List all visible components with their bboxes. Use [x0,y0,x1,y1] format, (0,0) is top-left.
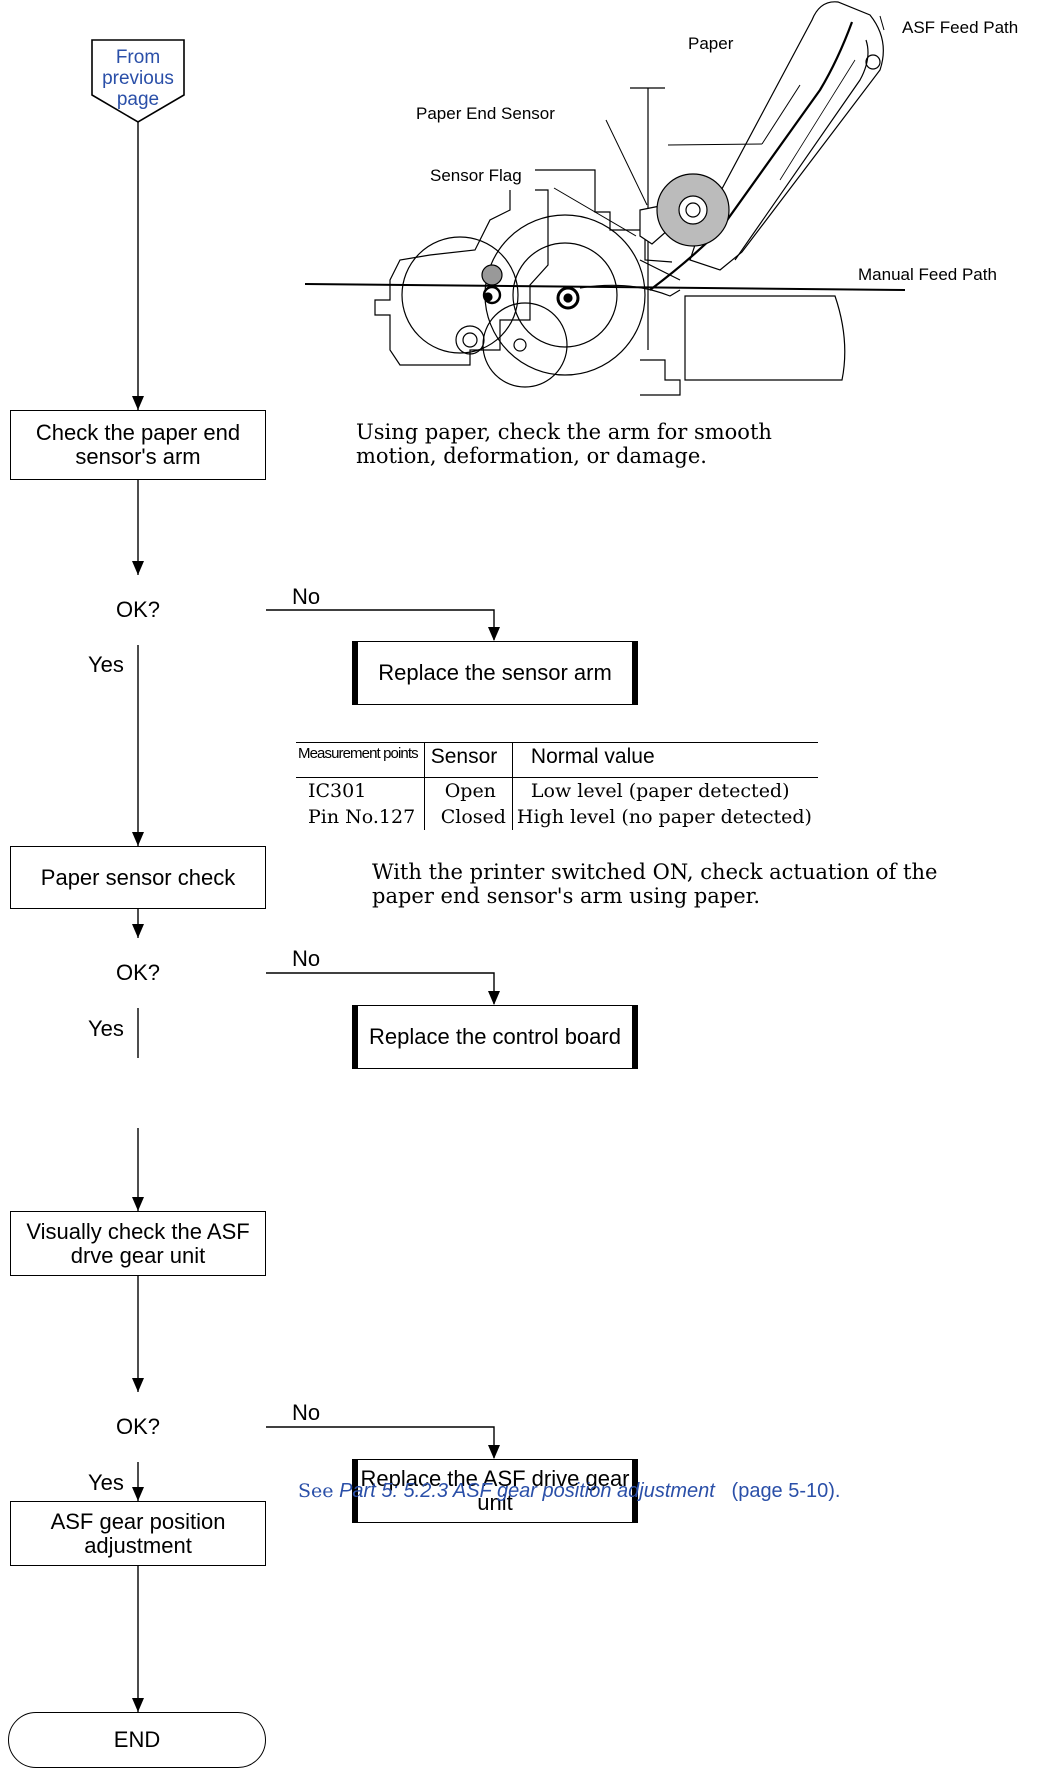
step-paper-sensor-check: Paper sensor check [10,846,266,909]
yes-label-1: Yes [88,652,124,677]
start-line-2: previous [102,68,174,89]
table-cell: Open [424,777,513,804]
action-replace-gear-unit: Replace the ASF drive gear unit [352,1459,638,1523]
decision-diamond-2 [10,938,266,1008]
arm-check-note-line-2: motion, deformation, or damage. [356,444,707,468]
table-cell: High level (no paper detected) [516,806,812,828]
table-row: Pin No.127 Closed High level (no paper d… [296,804,818,830]
decision-1-label: OK? [115,597,161,622]
header-normal-value: Normal value [512,742,818,778]
table-cell: IC301 [296,777,425,804]
measurement-table: Measurement points Sensor Normal value I… [296,742,818,830]
table-cell: Closed [424,804,513,830]
start-connector: From previous page [96,47,180,110]
yes-label-3: Yes [88,1470,124,1495]
table-cell: Low level (paper detected) [530,780,790,802]
paper-end-sensor-label: Paper End Sensor [414,104,557,124]
sensor-flag-label: Sensor Flag [428,166,524,186]
start-connector-shape [91,39,185,123]
yes-label-2: Yes [88,1016,124,1041]
reference-link[interactable]: Part 5: 5.2.3 ASF gear position adjustme… [339,1480,715,1502]
header-measurement-points: Measurement points [296,742,425,778]
sensor-check-note-line-2: paper end sensor's arm using paper. [372,884,761,908]
asf-feed-path-label: ASF Feed Path [900,18,1021,38]
decision-diamond-3 [10,1392,266,1462]
start-line-3: page [116,89,160,110]
end-terminator: END [8,1712,266,1768]
start-line-1: From [115,47,161,68]
table-row: IC301 Open Low level (paper detected) [296,777,818,804]
reference-page: (page 5-10). [731,1480,841,1502]
header-sensor: Sensor [424,742,513,778]
action-replace-control-board: Replace the control board [352,1005,638,1069]
arrowheads [132,396,500,1712]
step-check-sensor-arm: Check the paper end sensor's arm [10,410,266,480]
decision-2-label: OK? [115,960,161,985]
manual-feed-path-label: Manual Feed Path [856,265,999,285]
step-visual-check-gear: Visually check the ASF drve gear unit [10,1211,266,1276]
reference-line: See Part 5: 5.2.3 ASF gear position adju… [298,1480,841,1503]
sensor-check-note: With the printer switched ON, check actu… [372,860,937,908]
decision-3-label: OK? [115,1414,161,1439]
paper-label: Paper [686,34,736,54]
arm-check-note-line-1: Using paper, check the arm for smooth [356,420,772,444]
action-replace-sensor-arm: Replace the sensor arm [352,641,638,705]
see-text: See [298,1480,334,1502]
step-asf-gear-adjust: ASF gear position adjustment [10,1501,266,1566]
paper-path-illustration [304,1,906,396]
table-cell: Pin No.127 [296,804,425,830]
no-label-3: No [292,1400,321,1425]
no-label-2: No [292,946,321,971]
no-label-1: No [292,584,321,609]
flowchart-connectors [10,39,495,1712]
arm-check-note: Using paper, check the arm for smooth mo… [356,420,772,468]
decision-diamond-1 [10,575,266,645]
sensor-check-note-line-1: With the printer switched ON, check actu… [372,860,938,884]
